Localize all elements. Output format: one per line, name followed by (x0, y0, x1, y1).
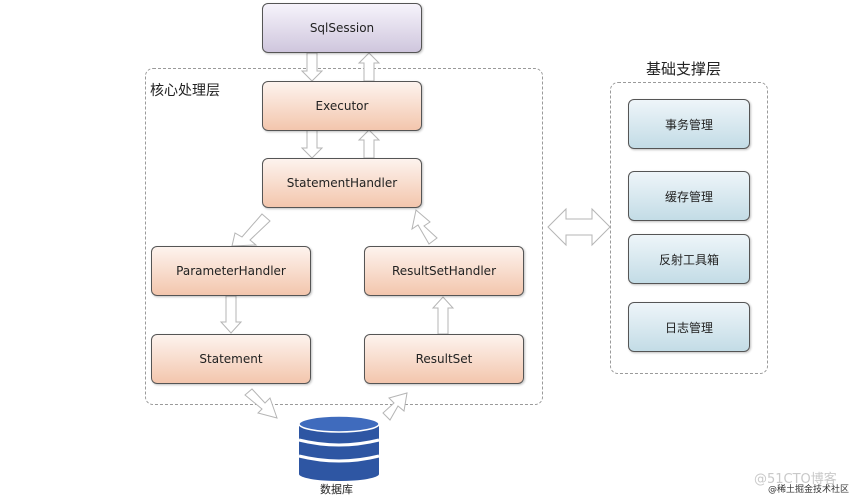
support-item-reflection: 反射工具箱 (628, 234, 750, 284)
core-layer-title: 核心处理层 (150, 83, 220, 99)
arrow-up-statementhandler-executor (357, 129, 381, 159)
arrow-database-resultset (382, 392, 408, 421)
database-icon (298, 415, 380, 481)
node-resultsethandler: ResultSetHandler (364, 246, 524, 296)
support-item-logging: 日志管理 (628, 302, 750, 352)
arrow-down-parameterhandler-statement (219, 295, 243, 334)
arrow-down-executor-statementhandler (300, 129, 324, 159)
support-item-cache: 缓存管理 (628, 171, 750, 221)
support-layer-container (610, 82, 768, 374)
arrow-resultsethandler-statementhandler (411, 209, 438, 245)
arrow-down-sqlsession-executor (300, 52, 324, 82)
node-executor: Executor (262, 81, 422, 131)
watermark-juejin: @稀土掘金技术社区 (768, 485, 850, 495)
arrow-statementhandler-parameterhandler (231, 213, 271, 247)
arrow-statement-database (244, 388, 278, 419)
node-parameterhandler: ParameterHandler (151, 246, 311, 296)
support-item-transaction: 事务管理 (628, 99, 750, 149)
node-resultset: ResultSet (364, 334, 524, 384)
node-sqlsession: SqlSession (262, 3, 422, 53)
node-statementhandler: StatementHandler (262, 158, 422, 208)
double-arrow-core-support (547, 207, 611, 247)
core-layer-container (145, 68, 543, 405)
arrow-up-resultset-resultsethandler (431, 296, 455, 335)
watermark-51cto: @51CTO博客 (754, 472, 837, 487)
arrow-up-executor-sqlsession (357, 52, 381, 82)
support-layer-title: 基础支撑层 (646, 60, 722, 78)
node-statement: Statement (151, 334, 311, 384)
database-label: 数据库 (320, 483, 353, 496)
